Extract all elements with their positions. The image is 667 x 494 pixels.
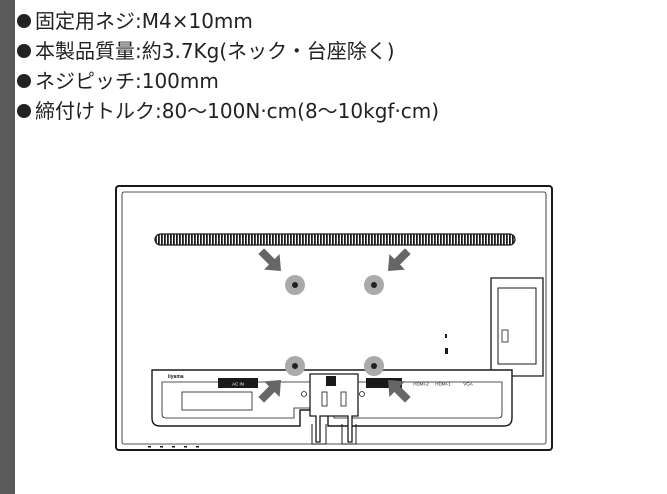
vent-grille [154, 233, 516, 246]
spec-torque: 締付けトルク:80〜100N·cm(8〜10kgf·cm) [15, 96, 615, 126]
arrow-bottom-left-icon [258, 380, 281, 403]
spec-pitch-text: ネジピッチ:100mm [35, 69, 219, 93]
spec-screw: 固定用ネジ:M4×10mm [15, 6, 615, 36]
bottom-edge-marks [148, 446, 199, 448]
panel-screw [301, 391, 307, 397]
stand-neck [309, 373, 359, 443]
bullet-circle-icon [15, 11, 35, 31]
neck-clip-left [321, 391, 328, 407]
port-vga-label: VGA [463, 382, 473, 387]
port-hdmi2 [366, 378, 402, 388]
neck-clip-right [340, 391, 347, 407]
spec-weight: 本製品質量:約3.7Kg(ネック・台座除く) [15, 36, 615, 66]
port-hdmi2-label: HDMI-2 [413, 382, 429, 387]
port-ac [218, 378, 258, 388]
side-button [501, 329, 509, 343]
bullet-circle-icon [15, 101, 35, 121]
indicator-mark [445, 334, 447, 338]
left-edge-bar [0, 0, 15, 494]
arrow-icons [258, 248, 411, 403]
kensington-slot [445, 348, 448, 354]
vesa-hole-bottom-left [285, 356, 305, 376]
arrow-top-left-icon [258, 248, 281, 271]
brand-logo: iiyama [168, 374, 184, 380]
port-hdmi1-label: HDMI-1 [435, 382, 451, 387]
neck-feet [311, 424, 357, 445]
vesa-hole-top-left [285, 275, 305, 295]
spec-weight-text: 本製品質量:約3.7Kg(ネック・台座除く) [35, 39, 395, 63]
side-button-recess [497, 287, 537, 365]
vesa-hole-top-right [364, 275, 384, 295]
bullet-circle-icon [15, 41, 35, 61]
panel-screw [359, 391, 365, 397]
neck-latch [326, 376, 336, 386]
arrow-top-right-icon [388, 248, 411, 271]
spec-torque-text: 締付けトルク:80〜100N·cm(8〜10kgf·cm) [35, 99, 440, 123]
monitor-back-diagram: iiyama AC IN HDMI-2 HDMI-1 VGA [115, 185, 553, 451]
arrow-bottom-right-icon [388, 380, 411, 403]
spec-pitch: ネジピッチ:100mm [15, 66, 615, 96]
spec-screw-text: 固定用ネジ:M4×10mm [35, 9, 253, 33]
bullet-circle-icon [15, 71, 35, 91]
monitor-inner-edge [121, 191, 547, 445]
label-plate [181, 391, 253, 411]
port-ac-label: AC IN [232, 382, 244, 387]
vesa-hole-bottom-right [364, 356, 384, 376]
